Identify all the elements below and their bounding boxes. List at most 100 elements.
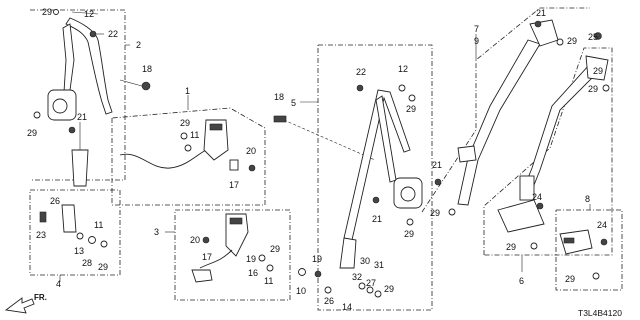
washer-icon	[100, 240, 108, 248]
rear-center-seat-belt-group: 18 5 22 12 29 21 29 19 10 26 14 32 30 27…	[273, 44, 433, 312]
buckle-wire-harness	[119, 147, 213, 169]
rear-buckle-group: 8 24 29	[555, 194, 623, 291]
group-8-boundary	[555, 209, 623, 291]
bolt-icon	[273, 115, 287, 123]
callout-17: 17	[202, 252, 212, 262]
rear-outer-belt-webbing	[457, 39, 541, 206]
washer-icon	[374, 290, 382, 298]
bolt-icon	[314, 270, 322, 278]
bolt-icon	[68, 126, 76, 134]
callout-7: 7	[474, 24, 479, 34]
front-retractor-spool	[52, 98, 68, 114]
callout-22: 22	[356, 67, 366, 77]
callout-29: 29	[270, 244, 280, 254]
bolt-icon	[89, 30, 97, 38]
callout-9: 9	[474, 36, 479, 46]
callout-29: 29	[567, 36, 577, 46]
washer-icon	[408, 94, 416, 102]
callout-29: 29	[506, 242, 516, 252]
washer-icon	[602, 84, 610, 92]
hardware-kit-group: 26 23 11 13 28 29 4	[29, 189, 121, 289]
callout-3: 3	[154, 227, 159, 237]
group-6-boundary	[483, 47, 613, 256]
front-belt-lower-strap	[62, 23, 75, 93]
callout-21: 21	[77, 112, 87, 122]
buckle-slot	[229, 217, 243, 225]
callout-19: 19	[312, 254, 322, 264]
callout-12: 12	[84, 9, 94, 19]
callout-29: 29	[180, 118, 190, 128]
rear-center-lower-strap	[339, 237, 357, 269]
callout-29: 29	[565, 274, 575, 284]
callout-12: 12	[398, 64, 408, 74]
washer-icon	[76, 232, 84, 240]
direction-arrow-icon	[4, 297, 35, 314]
diagram-code: T3L4B4120	[578, 308, 622, 318]
callout-21: 21	[372, 214, 382, 224]
bolt-icon	[372, 196, 380, 204]
callout-1: 1	[185, 86, 190, 96]
callout-29: 29	[27, 128, 37, 138]
rear-outer-anchor-bracket	[519, 175, 535, 201]
direction-label: FR.	[34, 293, 47, 302]
washer-icon	[298, 268, 306, 276]
callout-29: 29	[42, 7, 52, 17]
callout-21: 21	[432, 160, 442, 170]
callout-24: 24	[597, 220, 607, 230]
callout-8: 8	[585, 194, 590, 204]
callout-6: 6	[519, 276, 524, 286]
washer-icon	[556, 38, 564, 46]
callout-11: 11	[264, 276, 273, 286]
callout-29: 29	[593, 66, 603, 76]
washer-icon	[184, 144, 192, 152]
bolt-icon	[39, 211, 47, 223]
callout-25: 25	[588, 32, 598, 42]
bolt-icon	[600, 238, 608, 246]
front-belt-anchor-plate	[71, 149, 89, 187]
rear-outer-lower-group: 25 29 29 24 29 6	[483, 32, 613, 286]
callout-21: 21	[536, 8, 546, 18]
callout-29: 29	[588, 84, 598, 94]
callout-30: 30	[360, 256, 370, 266]
callout-18: 18	[274, 92, 284, 102]
callout-23: 23	[36, 230, 46, 240]
bracket-icon	[229, 159, 239, 171]
washer-icon	[88, 236, 96, 244]
rear-center-retractor-spool	[400, 186, 416, 202]
nut-icon	[141, 81, 151, 91]
washer-icon	[448, 208, 456, 216]
group-4-boundary	[29, 189, 121, 276]
buckle-wire	[199, 249, 233, 269]
callout-2: 2	[136, 40, 141, 50]
group-3-boundary	[174, 209, 291, 301]
bolt-icon	[434, 178, 442, 186]
washer-icon	[358, 282, 366, 290]
center-buckle-group: 3 20 17 19 29 16 11	[154, 209, 291, 301]
rear-outer-belt-tongue	[457, 145, 477, 163]
callout-29: 29	[98, 262, 108, 272]
washer-icon	[398, 84, 406, 92]
group-1-boundary	[111, 107, 266, 206]
bolt-icon	[202, 236, 210, 244]
rear-center-belt-strap	[375, 95, 397, 183]
front-seat-belt-assembly-group: 29 12 22 2 18 29 21	[27, 7, 152, 187]
rear-buckle	[559, 229, 593, 255]
callout-14: 14	[342, 302, 352, 312]
callout-32: 32	[352, 272, 362, 282]
front-buckle-group: 1 29 11 20 17	[111, 86, 266, 206]
washer-icon	[530, 242, 538, 250]
callout-20: 20	[246, 146, 256, 156]
callout-11: 11	[190, 130, 199, 140]
callout-11: 11	[94, 220, 103, 230]
washer-icon	[258, 254, 266, 262]
washer-icon	[366, 286, 374, 294]
callout-5: 5	[291, 98, 296, 108]
callout-10: 10	[296, 286, 306, 296]
bolt-icon	[356, 84, 364, 92]
group-7-boundary	[421, 7, 590, 213]
callout-16: 16	[248, 268, 258, 278]
washer-icon	[53, 9, 59, 15]
washer-icon	[324, 286, 332, 294]
callout-28: 28	[82, 258, 92, 268]
